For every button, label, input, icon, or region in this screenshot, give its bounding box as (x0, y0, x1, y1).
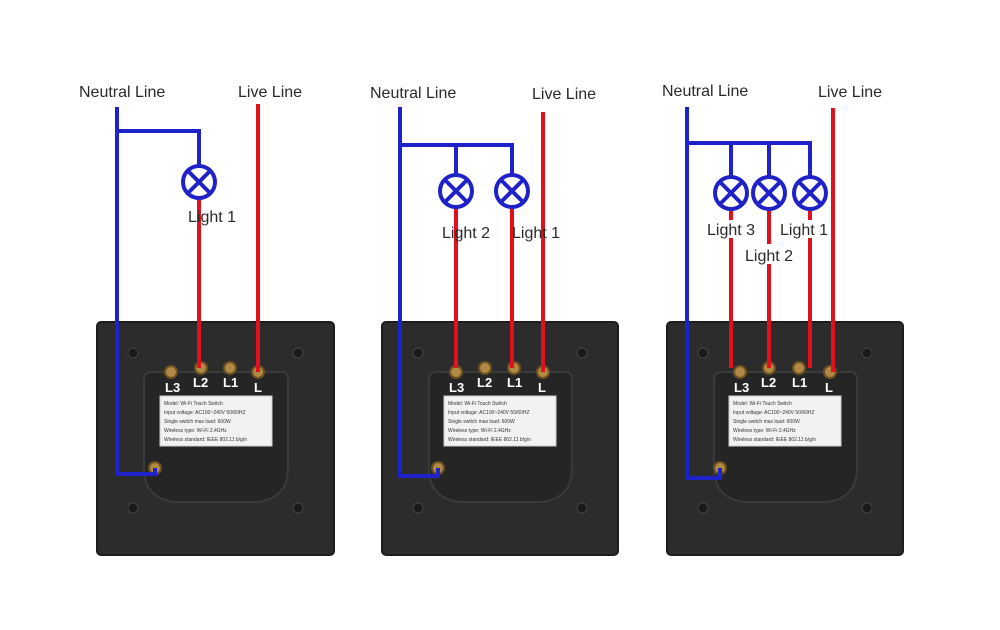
spec-line: Wireless type: Wi-Fi 2.4GHz (448, 428, 511, 434)
terminal-label-l: L (538, 380, 546, 395)
terminal-label-l1: L1 (223, 375, 238, 390)
light-label: Light 3 (707, 222, 755, 239)
spec-line: Single switch max load: 600W (448, 419, 515, 425)
terminal-label-l2: L2 (761, 375, 776, 390)
neutral-wire (685, 107, 722, 480)
spec-line: Single switch max load: 600W (733, 419, 800, 425)
neutral-wire (115, 107, 157, 476)
mount-hole (127, 502, 139, 514)
lamp-icon (494, 173, 530, 209)
spec-line: Input voltage: AC100~240V 50/60HZ (448, 410, 530, 416)
screw-terminal-icon (164, 365, 178, 379)
terminal-label-l2: L2 (193, 375, 208, 390)
mount-hole (292, 347, 304, 359)
spec-line: Wireless type: Wi-Fi 2.4GHz (164, 428, 227, 434)
mount-hole (697, 502, 709, 514)
mount-hole (412, 502, 424, 514)
light-label: Light 2 (442, 225, 490, 242)
lamp-icon (438, 173, 474, 209)
spec-label (443, 395, 557, 447)
terminal-label-l: L (825, 380, 833, 395)
light-label: Light 1 (780, 222, 828, 239)
lamp-icon (792, 175, 828, 211)
switch-panel: Model: Wi-Fi Touch Switch Input voltage:… (96, 321, 335, 556)
mount-hole (576, 502, 588, 514)
mount-hole (861, 502, 873, 514)
lamp-icon (751, 175, 787, 211)
mount-hole (697, 347, 709, 359)
terminal-label-l3: L3 (449, 380, 464, 395)
spec-line: Wireless standard: IEEE 802.11 b/g/n (733, 437, 816, 443)
terminal-label-l2: L2 (477, 375, 492, 390)
terminal-label-l3: L3 (165, 380, 180, 395)
live-line-label: Live Line (818, 84, 882, 101)
spec-line: Model: Wi-Fi Touch Switch (164, 401, 223, 407)
spec-label (159, 395, 273, 447)
spec-line: Model: Wi-Fi Touch Switch (733, 401, 792, 407)
neutral-line-label: Neutral Line (662, 83, 748, 100)
terminal-label-l: L (254, 380, 262, 395)
mount-hole (412, 347, 424, 359)
spec-line: Wireless type: Wi-Fi 2.4GHz (733, 428, 796, 434)
spec-line: Wireless standard: IEEE 802.11 b/g/n (448, 437, 531, 443)
live-line-label: Live Line (532, 86, 596, 103)
spec-line: Model: Wi-Fi Touch Switch (448, 401, 507, 407)
spec-line: Input voltage: AC100~240V 50/60HZ (164, 410, 246, 416)
mount-hole (127, 347, 139, 359)
neutral-line-label: Neutral Line (370, 85, 456, 102)
diagram-two-gang: Model: Wi-Fi Touch Switch Input voltage:… (370, 85, 619, 556)
neutral-wire (398, 107, 440, 478)
diagram-single-gang: Model: Wi-Fi Touch Switch Input voltage:… (79, 84, 335, 556)
mount-hole (576, 347, 588, 359)
spec-label (728, 395, 842, 447)
mount-hole (861, 347, 873, 359)
diagram-three-gang: Model: Wi-Fi Touch Switch Input voltage:… (662, 83, 904, 556)
spec-line: Single switch max load: 600W (164, 419, 231, 425)
mount-hole (292, 502, 304, 514)
light-label: Light 2 (745, 248, 793, 265)
switch-panel: Model: Wi-Fi Touch Switch Input voltage:… (666, 321, 904, 556)
switch-panel: Model: Wi-Fi Touch Switch Input voltage:… (381, 321, 619, 556)
screw-terminal-icon (792, 361, 806, 375)
neutral-to-lamp-wire (400, 143, 514, 176)
neutral-line-label: Neutral Line (79, 84, 165, 101)
screw-terminal-icon (478, 361, 492, 375)
spec-line: Wireless standard: IEEE 802.11 b/g/n (164, 437, 247, 443)
terminal-label-l1: L1 (507, 375, 522, 390)
screw-terminal-icon (223, 361, 237, 375)
light-label: Light 1 (512, 225, 560, 242)
lamp-icon (713, 175, 749, 211)
lamp-icon (181, 164, 217, 200)
neutral-to-lamp-wire (687, 141, 812, 177)
light-label: Light 1 (188, 209, 236, 226)
terminal-label-l3: L3 (734, 380, 749, 395)
live-line-label: Live Line (238, 84, 302, 101)
terminal-label-l1: L1 (792, 375, 807, 390)
screw-terminal-icon (733, 365, 747, 379)
spec-line: Input voltage: AC100~240V 50/60HZ (733, 410, 815, 416)
